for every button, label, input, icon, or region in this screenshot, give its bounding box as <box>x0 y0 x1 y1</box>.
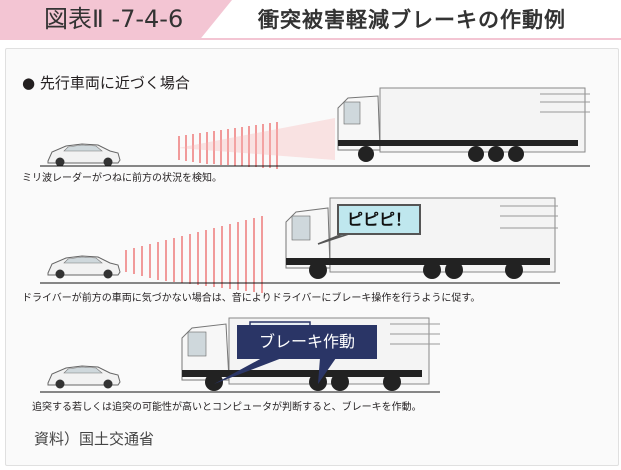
alert-sound-bubble: ピピピ！ <box>337 204 421 235</box>
radar-waves-icon <box>125 216 263 293</box>
car-icon <box>47 255 121 279</box>
radar-waves-icon <box>178 122 278 169</box>
section-heading: ● 先行車両に近づく場合 <box>22 72 190 94</box>
truck-icon <box>337 87 590 162</box>
header-underline <box>0 38 621 40</box>
bullet-icon: ● <box>22 74 36 92</box>
figure-number-tab <box>0 0 232 40</box>
figure-number: 図表Ⅱ -7-4-6 <box>44 5 184 33</box>
brake-activated-label: ブレーキ作動 <box>237 325 377 359</box>
section-heading-text: 先行車両に近づく場合 <box>39 74 190 92</box>
car-icon <box>47 365 121 389</box>
scene-2-caption: ドライバーが前方の車両に気づかない場合は、音によりドライバーにブレーキ操作を行う… <box>22 293 481 304</box>
scene-3-caption: 追突する若しくは追突の可能性が高いとコンピュータが判断すると、ブレーキを作動。 <box>32 402 422 413</box>
car-icon <box>47 143 121 167</box>
source-note: 資料）国土交通省 <box>34 430 155 448</box>
scene-1-caption: ミリ波レーダーがつねに前方の状況を検知。 <box>22 173 222 184</box>
figure-title: 衝突被害軽減ブレーキの作動例 <box>258 8 566 32</box>
